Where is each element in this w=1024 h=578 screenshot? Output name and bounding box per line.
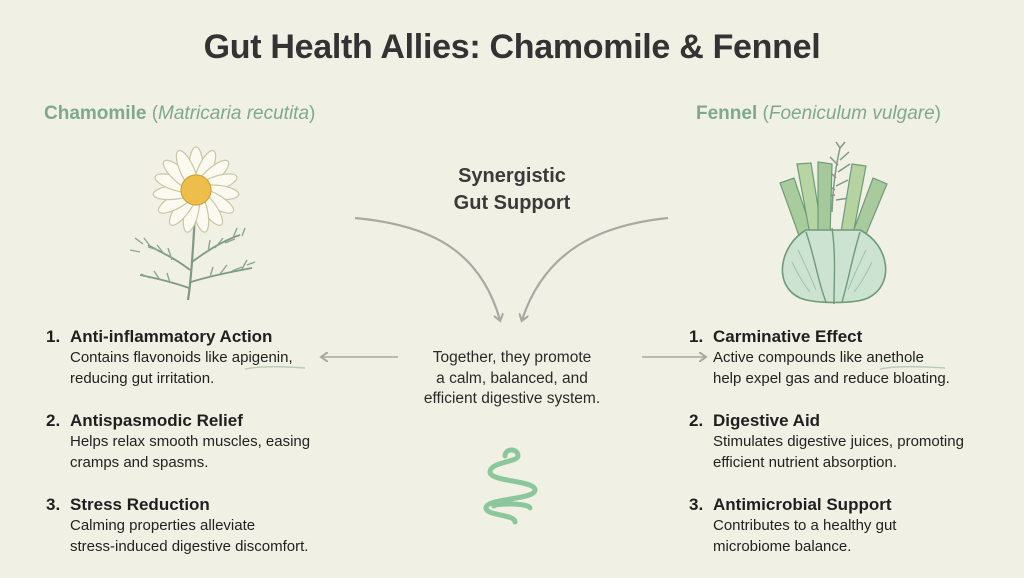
intestine-icon bbox=[483, 447, 538, 525]
chamomile-name: Chamomile bbox=[44, 103, 147, 124]
synergy-description-line: Together, they promote bbox=[432, 349, 592, 366]
benefit-title: Anti-inflammatory Action bbox=[70, 327, 273, 346]
benefit-number: 2. bbox=[689, 411, 704, 430]
synergy-label-line: Synergistic bbox=[458, 165, 566, 187]
fennel-name: Fennel bbox=[696, 103, 758, 124]
benefit-title: Digestive Aid bbox=[713, 411, 821, 430]
benefit-number: 2. bbox=[46, 411, 61, 430]
benefit-number: 1. bbox=[46, 327, 61, 346]
benefit-description: Contains flavonoids like apigenin, reduc… bbox=[46, 348, 376, 389]
benefit-description-line: Calming properties alleviate bbox=[70, 517, 256, 534]
benefit-description-line: Active compounds like anethole bbox=[713, 349, 924, 366]
benefit-description-line: reducing gut irritation. bbox=[70, 369, 215, 387]
benefit-number: 3. bbox=[689, 495, 704, 514]
synergy-label: Synergistic Gut Support bbox=[412, 163, 612, 217]
fennel-heading: Fennel (Foeniculum vulgare) bbox=[696, 103, 941, 124]
benefit-number: 3. bbox=[46, 495, 61, 514]
benefit-description-line: Stimulates digestive juices, promoting bbox=[713, 433, 964, 450]
benefit-description-line: cramps and spasms. bbox=[70, 453, 209, 471]
chamomile-latin-name: Matricaria recutita bbox=[158, 103, 310, 124]
chamomile-benefit-item: 1. Anti-inflammatory Action Contains fla… bbox=[46, 326, 376, 389]
benefit-description: Calming properties alleviate stress-indu… bbox=[46, 516, 376, 557]
benefit-description-line: Contributes to a healthy gut bbox=[713, 517, 897, 534]
benefit-description: Stimulates digestive juices, promoting e… bbox=[689, 432, 1009, 473]
benefit-title: Antispasmodic Relief bbox=[70, 411, 243, 430]
synergy-description-line: efficient digestive system. bbox=[423, 390, 601, 407]
chamomile-heading: Chamomile (Matricaria recutita) bbox=[44, 103, 316, 124]
chamomile-benefit-item: 3. Stress Reduction Calming properties a… bbox=[46, 494, 376, 557]
chamomile-benefit-item: 2. Antispasmodic Relief Helps relax smoo… bbox=[46, 410, 376, 473]
chamomile-flower-icon bbox=[129, 146, 256, 301]
benefit-description: Active compounds like anethole help expe… bbox=[689, 348, 1009, 389]
benefit-description-line: Contains flavonoids like apigenin, bbox=[70, 349, 293, 366]
fennel-bulb-icon bbox=[779, 141, 888, 305]
benefit-description-line: stress-induced digestive discomfort. bbox=[70, 537, 309, 555]
benefit-description: Contributes to a healthy gut microbiome … bbox=[689, 516, 1009, 557]
synergy-label-line: Gut Support bbox=[453, 192, 571, 214]
page-title: Gut Health Allies: Chamomile & Fennel bbox=[203, 28, 821, 66]
benefit-description: Helps relax smooth muscles, easing cramp… bbox=[46, 432, 376, 473]
synergy-description-line: a calm, balanced, and bbox=[436, 369, 588, 387]
fennel-benefit-item: 3. Antimicrobial Support Contributes to … bbox=[689, 494, 1009, 557]
left-curved-arrow bbox=[354, 216, 500, 320]
benefit-title: Carminative Effect bbox=[713, 327, 863, 346]
fennel-benefit-item: 1. Carminative Effect Active compounds l… bbox=[689, 326, 1009, 389]
fennel-latin-name: Foeniculum vulgare bbox=[768, 103, 935, 124]
chamomile-benefit-list: 1. Anti-inflammatory Action Contains fla… bbox=[46, 326, 376, 578]
benefit-number: 1. bbox=[689, 327, 704, 346]
right-curved-arrow bbox=[522, 216, 669, 320]
synergy-description: Together, they promote a calm, balanced,… bbox=[402, 348, 622, 410]
benefit-description-line: help expel gas and reduce bloating. bbox=[713, 369, 950, 387]
fennel-benefit-item: 2. Digestive Aid Stimulates digestive ju… bbox=[689, 410, 1009, 473]
benefit-title: Antimicrobial Support bbox=[713, 495, 892, 514]
fennel-benefit-list: 1. Carminative Effect Active compounds l… bbox=[689, 326, 1009, 578]
benefit-description-line: Helps relax smooth muscles, easing bbox=[70, 433, 311, 450]
benefit-description-line: microbiome balance. bbox=[713, 537, 852, 555]
benefit-title: Stress Reduction bbox=[70, 495, 210, 514]
benefit-description-line: efficient nutrient absorption. bbox=[713, 453, 898, 471]
